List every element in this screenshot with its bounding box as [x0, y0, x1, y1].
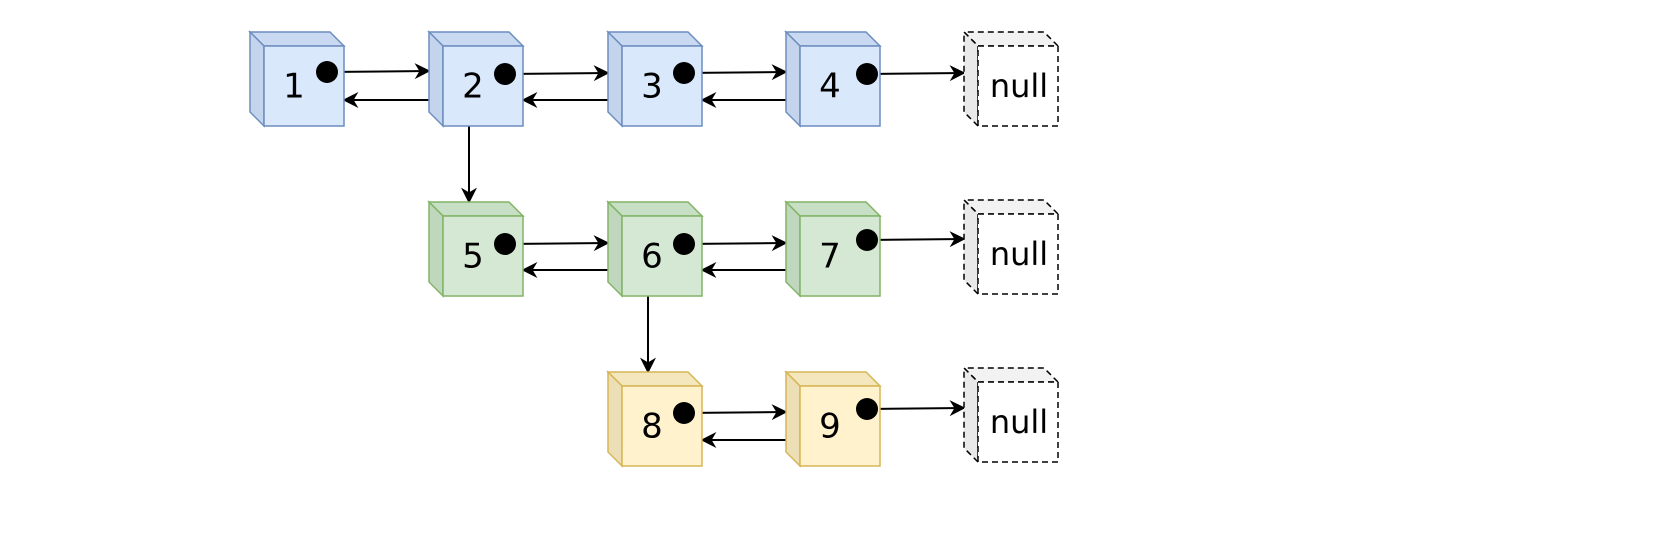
null-node: null — [962, 366, 1060, 464]
null-label: null — [990, 403, 1048, 441]
next-pointer-arrow — [866, 231, 966, 248]
list-node-5: 5 — [427, 200, 525, 298]
node-front-face — [799, 45, 881, 127]
node-side-face — [963, 366, 979, 464]
pointer-dot — [494, 233, 516, 255]
node-side-face — [785, 30, 801, 128]
node-side-face — [963, 198, 979, 296]
node-top-face — [784, 371, 882, 387]
pointer-dots-layer — [316, 61, 878, 424]
list-node-4: 4 — [784, 30, 882, 128]
list-node-8: 8 — [606, 370, 704, 468]
node-top-face — [248, 31, 346, 47]
node-front-face — [442, 215, 524, 297]
next-pointer-arrow — [866, 65, 966, 82]
node-side-face — [785, 370, 801, 468]
node-front-face — [621, 45, 703, 127]
next-pointer-arrow — [866, 400, 966, 417]
node-label: 4 — [819, 67, 841, 107]
node-label: 9 — [819, 407, 841, 447]
node-side-face — [607, 30, 623, 128]
node-top-face — [606, 31, 704, 47]
node-side-face — [249, 30, 265, 128]
node-side-face — [428, 30, 444, 128]
null-node: null — [962, 30, 1060, 128]
node-top-face — [962, 199, 1060, 215]
node-front-face — [977, 213, 1059, 295]
node-top-face — [962, 31, 1060, 47]
list-node-7: 7 — [784, 200, 882, 298]
node-front-face — [621, 215, 703, 297]
list-node-1: 1 — [248, 30, 346, 128]
nodes-layer: 1 2 3 4 null 5 6 7 null 8 9 null — [248, 30, 1060, 468]
node-top-face — [427, 201, 525, 217]
node-front-face — [442, 45, 524, 127]
node-side-face — [785, 200, 801, 298]
node-top-face — [784, 201, 882, 217]
node-side-face — [607, 200, 623, 298]
pointer-dot — [673, 233, 695, 255]
node-label: 6 — [641, 237, 663, 277]
node-front-face — [977, 381, 1059, 463]
node-side-face — [607, 370, 623, 468]
null-node: null — [962, 198, 1060, 296]
node-label: 5 — [462, 237, 484, 277]
null-label: null — [990, 67, 1048, 105]
pointer-dot — [316, 61, 338, 83]
node-label: 7 — [819, 237, 841, 277]
null-label: null — [990, 235, 1048, 273]
node-label: 2 — [462, 67, 484, 107]
pointer-dot — [856, 63, 878, 85]
node-top-face — [962, 367, 1060, 383]
node-top-face — [606, 371, 704, 387]
node-side-face — [963, 30, 979, 128]
node-label: 8 — [641, 407, 663, 447]
node-side-face — [428, 200, 444, 298]
pointer-dot — [856, 398, 878, 420]
node-label: 1 — [283, 67, 305, 107]
node-top-face — [606, 201, 704, 217]
pointer-dot — [673, 62, 695, 84]
node-front-face — [977, 45, 1059, 127]
list-node-6: 6 — [606, 200, 704, 298]
node-front-face — [621, 385, 703, 467]
list-node-2: 2 — [427, 30, 525, 128]
pointer-dot — [673, 402, 695, 424]
node-top-face — [784, 31, 882, 47]
pointer-dot — [856, 229, 878, 251]
node-top-face — [427, 31, 525, 47]
node-front-face — [263, 45, 345, 127]
node-label: 3 — [641, 67, 663, 107]
list-node-3: 3 — [606, 30, 704, 128]
pointer-dot — [494, 63, 516, 85]
